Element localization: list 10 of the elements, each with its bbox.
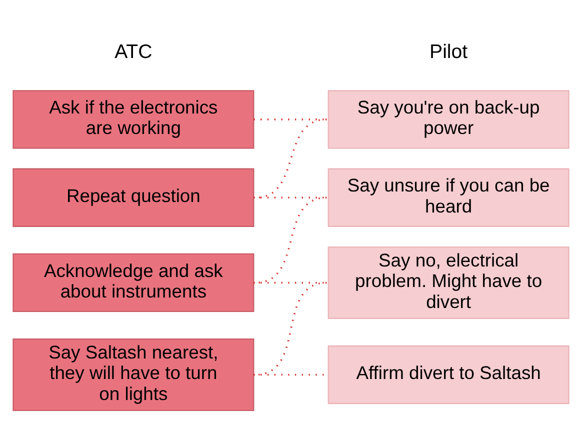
node-box: Say unsure if you can be heard [328, 168, 570, 226]
label: Pilot [430, 40, 468, 62]
node-box: Say Saltash nearest, they will have to turn on lights [12, 338, 254, 410]
node-box: Acknowledge and ask about instruments [12, 252, 254, 312]
node-box: Say no, electrical problem. Might have to divert [328, 246, 570, 318]
node-box: Say you're on back-up power [328, 90, 570, 148]
node-box: Affirm divert to Saltash [328, 344, 570, 404]
node-box: Ask if the electronics are working [12, 90, 254, 148]
node-box: Repeat question [12, 168, 254, 226]
label: ATC [114, 40, 152, 62]
